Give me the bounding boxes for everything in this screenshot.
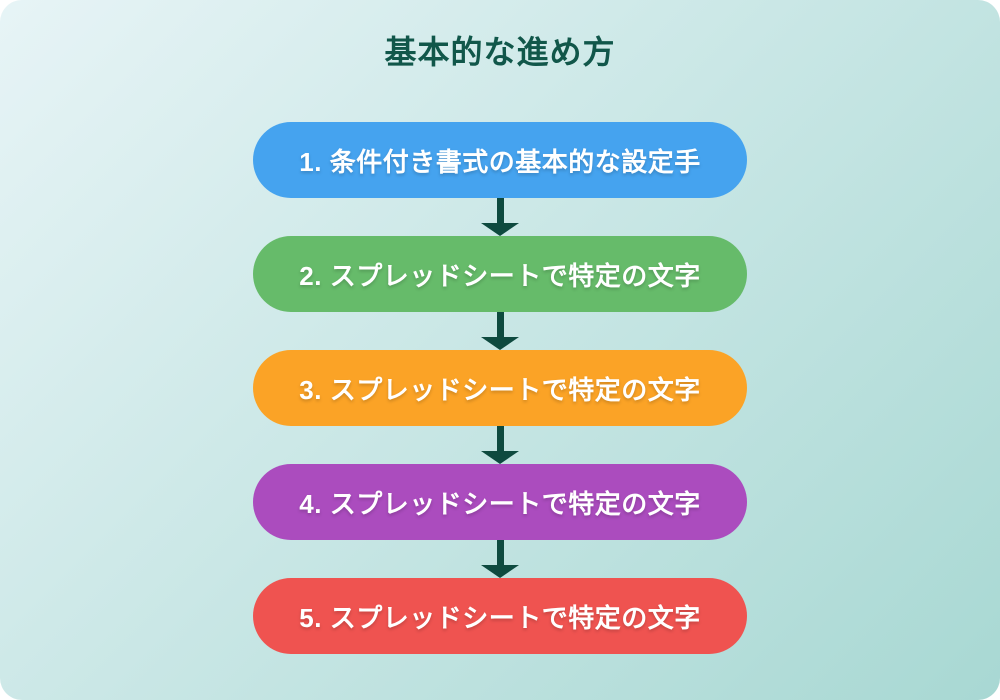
arrow-stem bbox=[496, 540, 504, 565]
flow-step-3-label: 3. スプレッドシートで特定の文字 bbox=[299, 374, 701, 405]
diagram-title: 基本的な進め方 bbox=[384, 34, 616, 70]
arrow-down-icon bbox=[481, 198, 519, 236]
flow-step-2: 2. スプレッドシートで特定の文字 bbox=[253, 236, 747, 312]
arrow-down-icon bbox=[481, 312, 519, 350]
flow-step-5-label: 5. スプレッドシートで特定の文字 bbox=[299, 602, 701, 633]
flow-step-2-label: 2. スプレッドシートで特定の文字 bbox=[299, 260, 701, 291]
arrow-stem bbox=[496, 198, 504, 223]
flow-step-3: 3. スプレッドシートで特定の文字 bbox=[253, 350, 747, 426]
arrow-stem bbox=[496, 312, 504, 337]
arrow-down-icon bbox=[481, 426, 519, 464]
flow-chart: 1. 条件付き書式の基本的な設定手 2. スプレッドシートで特定の文字 3. ス… bbox=[0, 122, 1000, 654]
arrow-head bbox=[481, 223, 519, 236]
arrow-head bbox=[481, 565, 519, 578]
arrow-stem bbox=[496, 426, 504, 451]
flow-step-1-label: 1. 条件付き書式の基本的な設定手 bbox=[299, 146, 701, 177]
arrow-head bbox=[481, 451, 519, 464]
arrow-head bbox=[481, 337, 519, 350]
flow-step-4-label: 4. スプレッドシートで特定の文字 bbox=[299, 488, 701, 519]
flow-step-5: 5. スプレッドシートで特定の文字 bbox=[253, 578, 747, 654]
flow-step-4: 4. スプレッドシートで特定の文字 bbox=[253, 464, 747, 540]
flow-step-1: 1. 条件付き書式の基本的な設定手 bbox=[253, 122, 747, 198]
arrow-down-icon bbox=[481, 540, 519, 578]
